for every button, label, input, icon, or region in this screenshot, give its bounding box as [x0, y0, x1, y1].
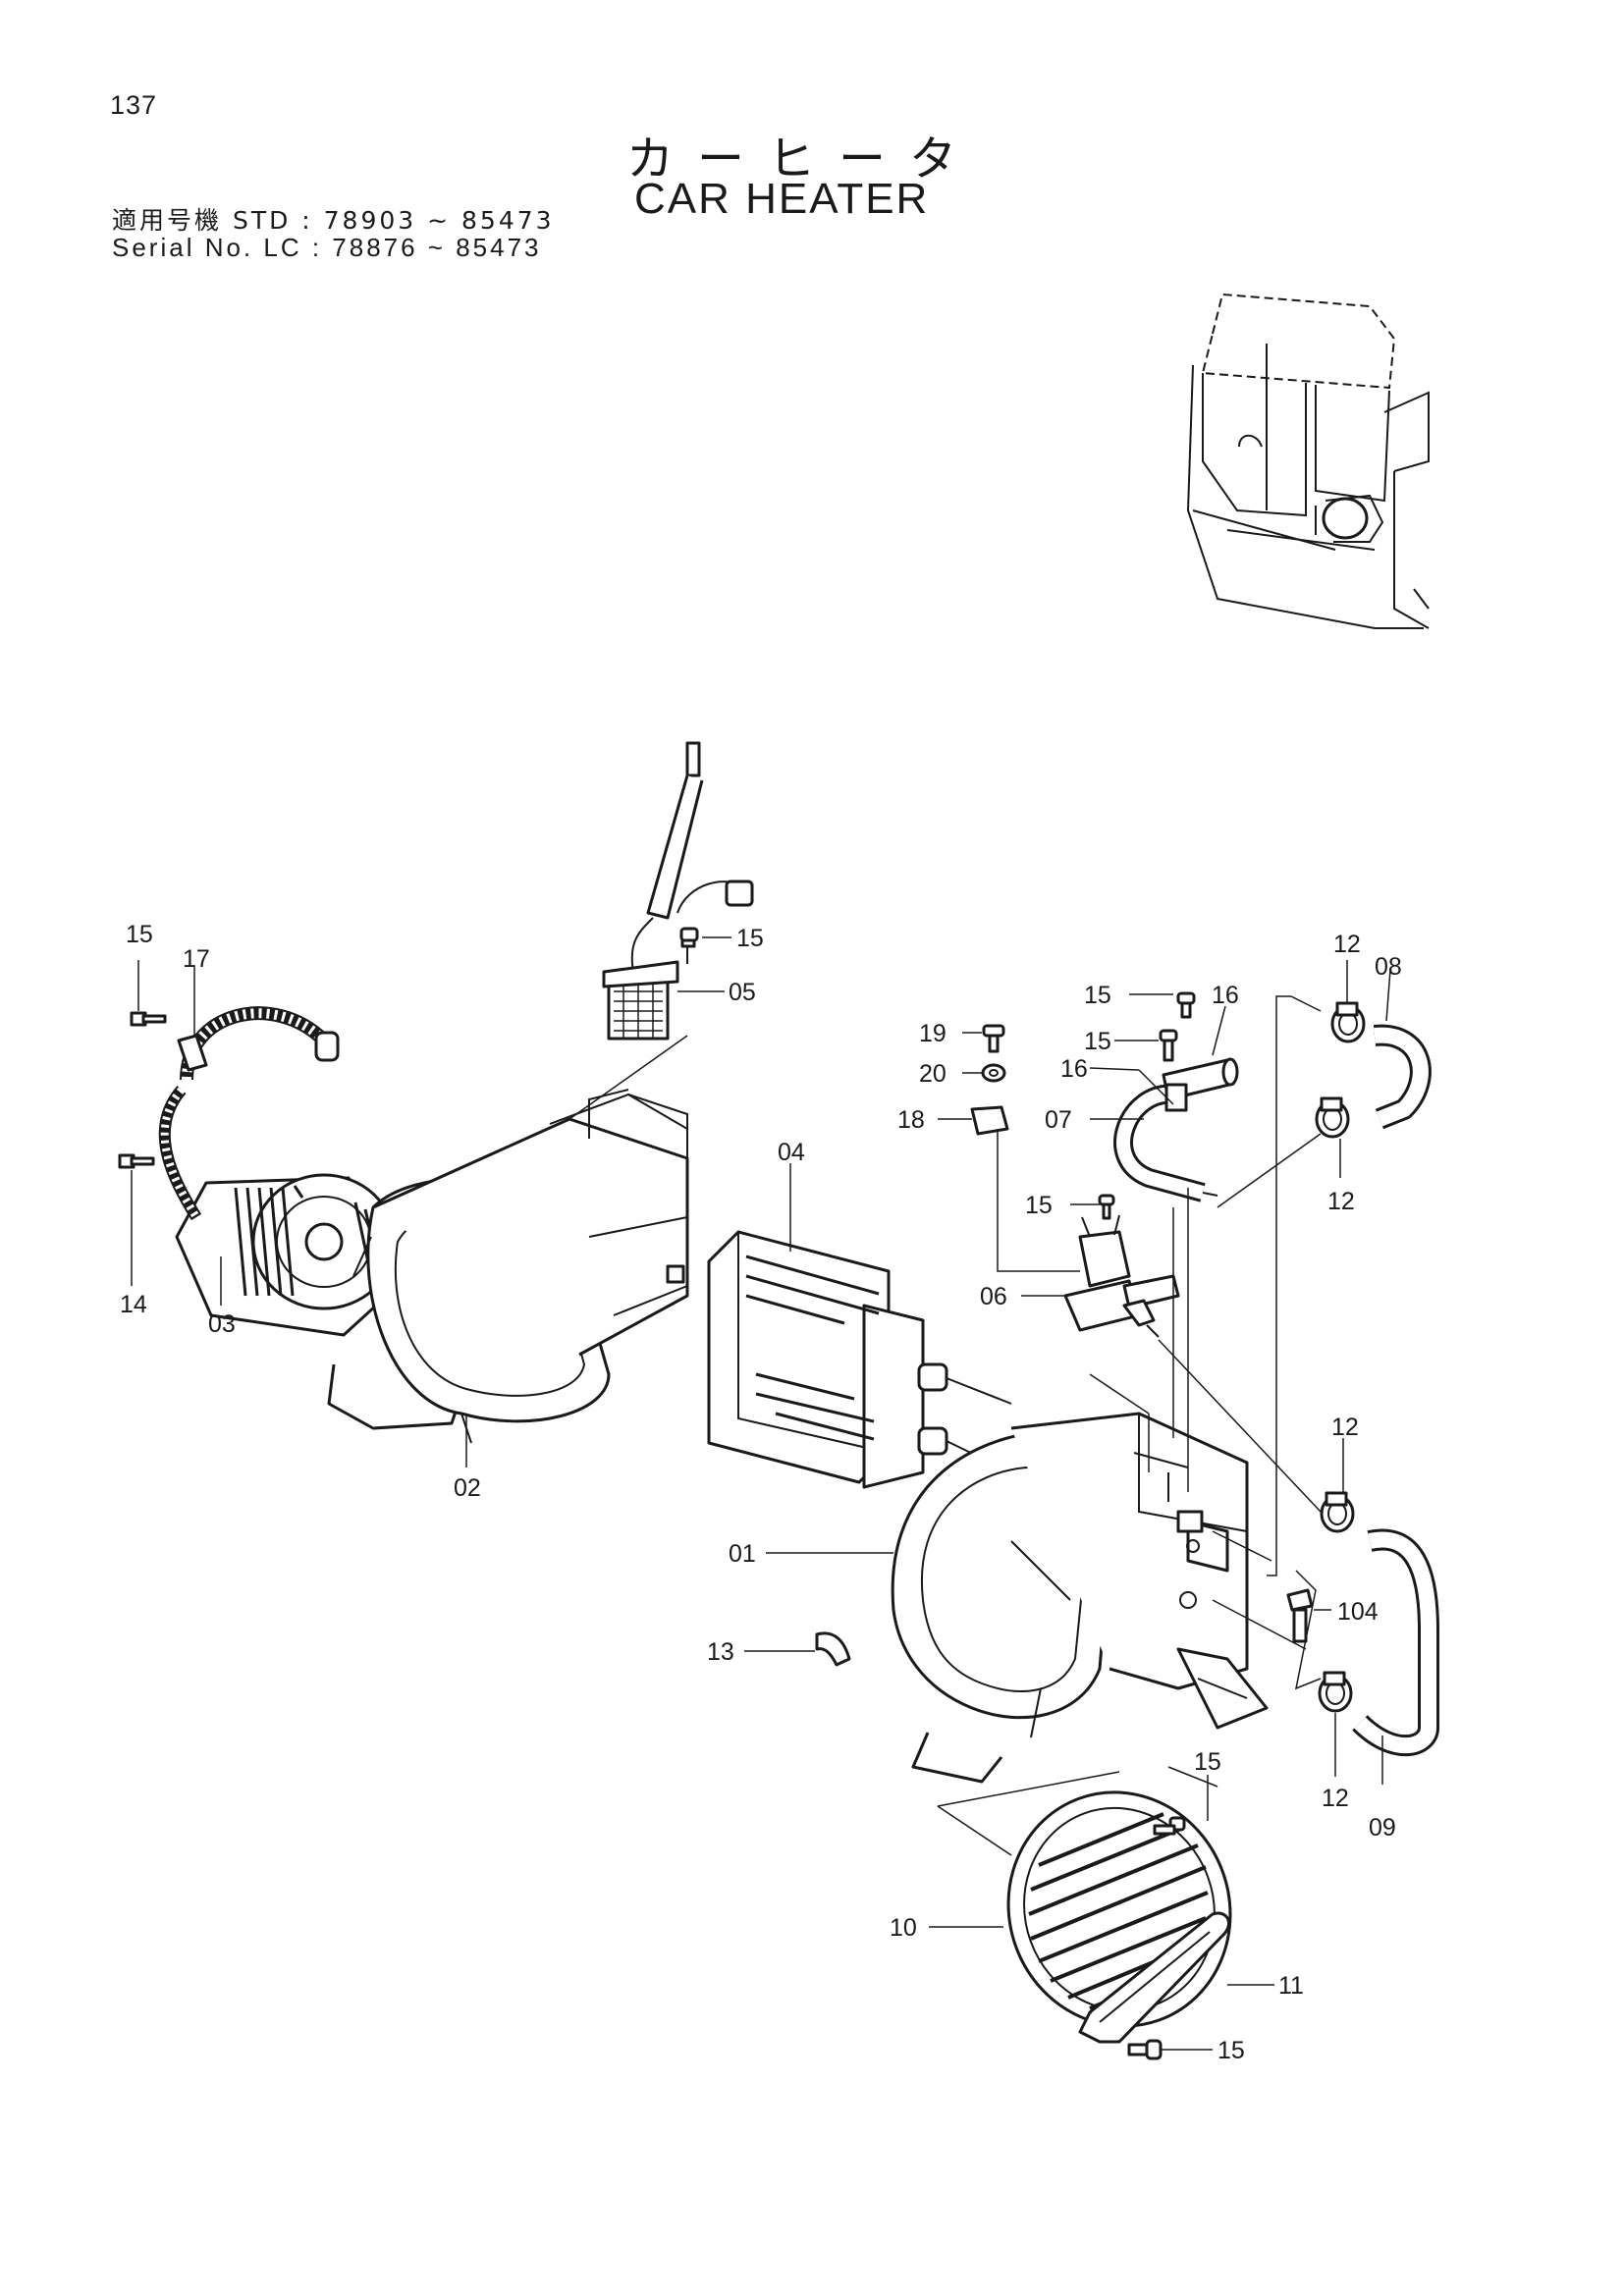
callout-label: 16	[1060, 1055, 1088, 1083]
blower-housing-left	[327, 1089, 689, 1444]
screw-15-a	[1176, 991, 1196, 1019]
hose-clamp-12-d	[1318, 1671, 1353, 1713]
callout-label: 15	[126, 921, 153, 948]
title-english: CAR HEATER	[634, 175, 930, 223]
screw-19	[982, 1024, 1005, 1053]
screw-15-b	[1159, 1029, 1178, 1062]
callout-label: 06	[980, 1283, 1007, 1310]
callout-label: 12	[1333, 931, 1361, 958]
screw-15-motor	[130, 1011, 167, 1027]
water-valve	[1063, 1214, 1180, 1338]
callout-label: 09	[1369, 1814, 1396, 1842]
callout-label: 16	[1212, 982, 1239, 1009]
callout-label: 15	[736, 925, 764, 952]
callout-label: 03	[208, 1310, 236, 1338]
callout-label: 20	[919, 1060, 947, 1088]
callout-label: 15	[1025, 1192, 1053, 1219]
leader-lines	[131, 936, 1391, 2051]
callout-label: 19	[919, 1020, 947, 1047]
serial-range-lc: Serial No. LC : 78876 ~ 85473	[112, 233, 542, 262]
hose-clamp-12-c	[1320, 1491, 1355, 1533]
hose-07	[1113, 1057, 1239, 1202]
hose-clamp-12-a	[1330, 1001, 1366, 1043]
callout-label: 04	[778, 1139, 805, 1166]
callout-label: 08	[1375, 953, 1402, 981]
clip-13	[815, 1631, 851, 1667]
callout-label: 01	[729, 1540, 756, 1568]
callout-label: 13	[707, 1638, 734, 1666]
cover-11	[1078, 1911, 1230, 2044]
callout-label: 15	[1194, 1748, 1221, 1776]
heater-core	[707, 1230, 1012, 1489]
callout-label: 07	[1045, 1106, 1072, 1134]
hose-clamp-12-b	[1315, 1096, 1350, 1139]
screw-15-grille-bottom	[1127, 2039, 1163, 2060]
callout-label: 18	[897, 1106, 925, 1134]
screw-15-c	[1098, 1194, 1115, 1220]
callout-label: 104	[1337, 1598, 1379, 1626]
callout-label: 15	[1217, 2037, 1245, 2064]
heater-unit-case	[891, 1412, 1269, 1784]
hose-09	[1352, 1528, 1439, 1757]
callout-label: 15	[1084, 1028, 1111, 1055]
assembly-reference-lines	[568, 995, 1322, 1856]
callout-label: 10	[890, 1914, 917, 1942]
screw-15-d	[679, 927, 699, 942]
title-japanese: カーヒータ	[626, 132, 981, 187]
callout-label: 12	[1322, 1785, 1349, 1812]
serial-range-std: 適用号機 STD : 78903 ~ 85473	[112, 206, 555, 235]
blower-motor-fan-wheel	[158, 1006, 400, 1337]
washer-20	[981, 1063, 1006, 1083]
hose-08	[1373, 1024, 1432, 1130]
callout-label: 14	[120, 1291, 147, 1318]
callout-label: 17	[183, 945, 210, 973]
cab-locator-illustration	[1186, 293, 1430, 629]
callout-label: 15	[1084, 982, 1111, 1009]
callout-label: 12	[1331, 1414, 1359, 1441]
page-number: 137	[110, 90, 158, 120]
clip-18	[970, 1105, 1009, 1136]
callout-labels: 15 17 14 03 15 05 02 04 15 16 19 15 20 1…	[120, 921, 1402, 2064]
callout-label: 11	[1278, 1972, 1304, 2000]
bolt-104	[1286, 1588, 1314, 1643]
screw-14-motor	[118, 1153, 155, 1169]
callout-label: 12	[1327, 1188, 1355, 1215]
callout-label: 05	[729, 979, 756, 1006]
callout-label: 02	[454, 1474, 481, 1502]
